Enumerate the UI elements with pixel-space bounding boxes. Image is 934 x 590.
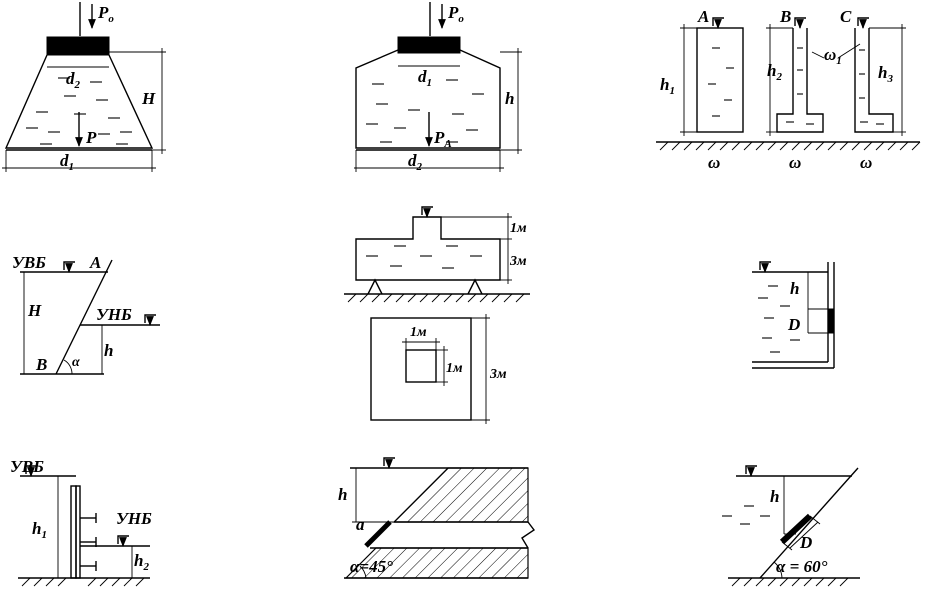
fig6-inner-width-label: 1м — [410, 325, 427, 340]
fig1-bottom-diameter-label: d1 — [60, 151, 74, 173]
fig4-upstream-label: УВБ — [12, 253, 46, 272]
fig5-right-support — [467, 278, 483, 295]
fig1-vessel-walls — [4, 54, 154, 149]
fig8-downstream-label: УНБ — [116, 509, 152, 528]
fig6-outer-dimension-label: 3м — [489, 367, 507, 382]
fig9-inclined-channel: h a α=45° — [338, 457, 536, 579]
fig3-level-mark-a — [712, 17, 724, 26]
fig10-depth-label: h — [770, 487, 779, 506]
fig3-ground-hatching — [659, 141, 921, 151]
fig5-left-support — [367, 278, 383, 295]
fig1-top-diameter-label: d2 — [66, 69, 81, 91]
fig8-h2-label: h2 — [134, 551, 149, 573]
fig10-inclined-wall — [759, 467, 859, 579]
fig7-gate — [827, 308, 835, 334]
fig7-liquid-dashes — [758, 285, 800, 353]
fig9-angle-label: α=45° — [350, 557, 393, 576]
fig1-force-bottom-label: P — [85, 128, 97, 147]
fig9-gate — [364, 520, 392, 548]
fig2-piston — [397, 36, 461, 54]
fig10-angle-arc — [773, 561, 783, 579]
fig10-angle-label: α = 60° — [776, 557, 828, 576]
fig9-angle-arc — [359, 565, 367, 579]
fig4-point-a-label: A — [89, 253, 101, 272]
fig10-inclined-wall-gate: h D α = 60° — [722, 465, 860, 587]
fig3-h2-label: h2 — [767, 61, 782, 83]
fig4-height-small-label: h — [104, 341, 113, 360]
fig10-gate-label: D — [799, 533, 812, 552]
fig3-omega1-label: ω1 — [824, 45, 842, 67]
fig8-h1-label: h1 — [32, 519, 47, 541]
fig10-ground-hatching — [731, 577, 849, 587]
fig2-height-label: h — [505, 89, 514, 108]
fig3-omega-c-label: ω — [860, 153, 872, 172]
fig6-outer-square — [370, 317, 472, 421]
fig1-piston — [46, 36, 110, 56]
fig2-force-bottom-label: PA — [433, 128, 452, 150]
fig3-omega1-leader — [811, 51, 825, 59]
fig3-vessel-a-label: A — [697, 7, 709, 26]
fig6-inner-square — [405, 349, 437, 383]
fig6-inner-height-label: 1м — [446, 361, 463, 376]
fig1-cone-vessel: Po P d2 d1 H — [2, 2, 166, 173]
fig5-liquid-dashes — [366, 245, 482, 269]
fig10-gate-dimension-line — [789, 521, 819, 549]
fig8-stiffeners — [80, 513, 97, 571]
fig4-point-b-label: B — [35, 355, 47, 374]
fig3-omega-b-label: ω — [789, 153, 801, 172]
fig3-three-vessels: A B C h1 h2 h3 ω1 ω ω ω — [656, 7, 921, 172]
fig2-bottom-diameter-label: d2 — [408, 151, 423, 173]
fig4-inclined-face — [55, 259, 113, 375]
fig8-upstream-label: УВБ — [10, 457, 44, 476]
fig2-shouldered-vessel: Po PA d1 d2 h — [354, 2, 522, 173]
fig3-vessel-c-label: C — [840, 7, 852, 26]
fig7-gate-label: D — [787, 315, 800, 334]
fig2-top-diameter-label: d1 — [418, 67, 432, 89]
fig4-downstream-label: УНБ — [96, 305, 132, 324]
fig3-vessel-b-label: B — [779, 7, 791, 26]
fig10-gate — [779, 513, 813, 545]
fig4-inclined-wall: УВБ A УНБ H h B α — [12, 253, 160, 375]
fig3-h1-label: h1 — [660, 75, 675, 97]
fig7-wall-gate: h D — [752, 261, 835, 369]
fig5-ground-hatching — [347, 293, 525, 303]
fig2-vessel-walls — [355, 49, 501, 149]
fig1-liquid-dashes — [26, 77, 132, 145]
fig8-ground-hatching — [21, 577, 145, 587]
fig5-tank-outline — [355, 216, 501, 281]
fig4-angle-label: α — [72, 355, 80, 370]
fig2-liquid-dashes — [366, 79, 484, 143]
fig9-break-mark — [521, 521, 536, 549]
fig5-top-dimension-label: 1м — [510, 221, 527, 236]
fig10-liquid-dashes — [722, 505, 770, 525]
fig7-depth-label: h — [790, 279, 799, 298]
fig1-force-top-label: Po — [97, 3, 114, 25]
fig5-body-dimension-label: 3м — [509, 254, 527, 269]
fig9-depth-label: h — [338, 485, 347, 504]
fig3-h3-label: h3 — [878, 63, 893, 85]
fig3-vessel-c — [854, 28, 894, 133]
fig5-tank-side-view: 1м 3м — [344, 206, 530, 303]
fig4-angle-arc — [63, 359, 73, 375]
fig2-force-top-label: Po — [447, 3, 464, 25]
fig8-flat-gate: УВБ УНБ h1 h2 — [10, 457, 152, 587]
fig3-omega-a-label: ω — [708, 153, 720, 172]
fig9-gate-label: a — [356, 515, 365, 534]
fig3-vessel-b — [776, 28, 824, 133]
fig4-height-big-label: H — [27, 301, 42, 320]
fig8-gate-plate-front — [70, 485, 77, 579]
fig8-gate-plate-back — [75, 485, 81, 579]
fig3-level-mark-c — [857, 17, 869, 26]
fig6-tank-plan-view: 1м 1м 3м — [370, 314, 507, 424]
fig1-height-label: H — [141, 89, 156, 108]
fig9-upper-hatched-mass — [392, 467, 529, 523]
fig3-level-mark-b — [794, 17, 806, 26]
